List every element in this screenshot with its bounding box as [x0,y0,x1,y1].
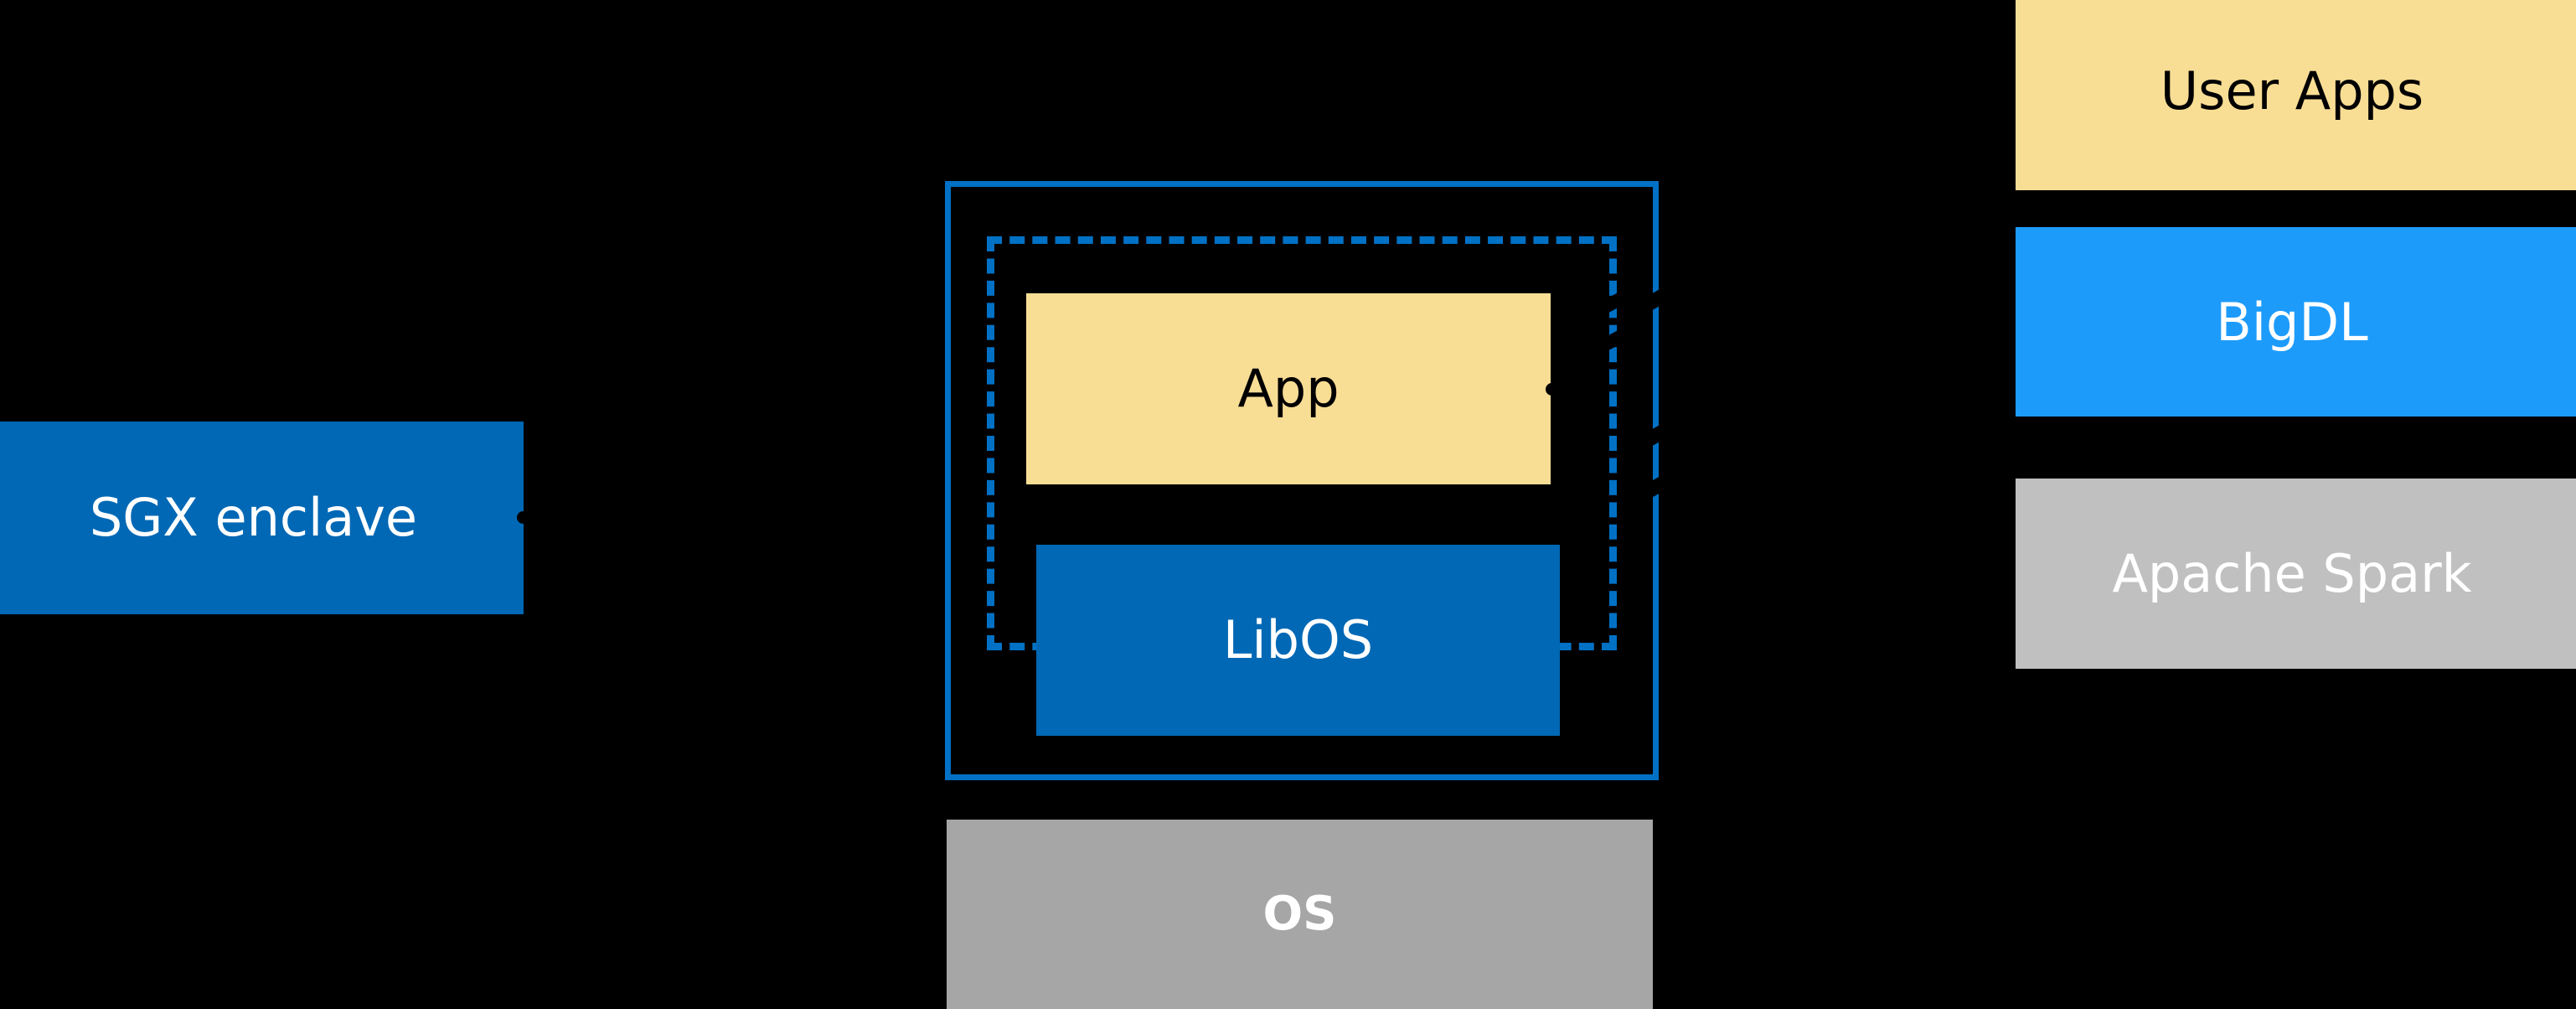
apache-spark-label: Apache Spark [2112,543,2472,604]
libos-box[interactable]: LibOS [1036,545,1560,736]
stack-layer-user-apps[interactable]: User Apps [2016,0,2576,190]
os-label: OS [1262,887,1337,942]
app-connector-dot-icon [1546,383,1558,396]
sgx-enclave-box[interactable]: SGX enclave [0,422,524,614]
bigdl-label: BigDL [2216,291,2368,353]
libos-label: LibOS [1222,608,1374,670]
app-box[interactable]: App [1026,293,1551,484]
os-box[interactable]: OS [947,820,1653,1009]
stack-layer-apache-spark[interactable]: Apache Spark [2016,479,2576,669]
sgx-enclave-label: SGX enclave [89,486,418,548]
user-apps-label: User Apps [2160,60,2424,122]
stack-layer-bigdl[interactable]: BigDL [2016,227,2576,417]
sgx-connector-dot-icon [517,511,529,524]
app-label: App [1237,357,1340,419]
